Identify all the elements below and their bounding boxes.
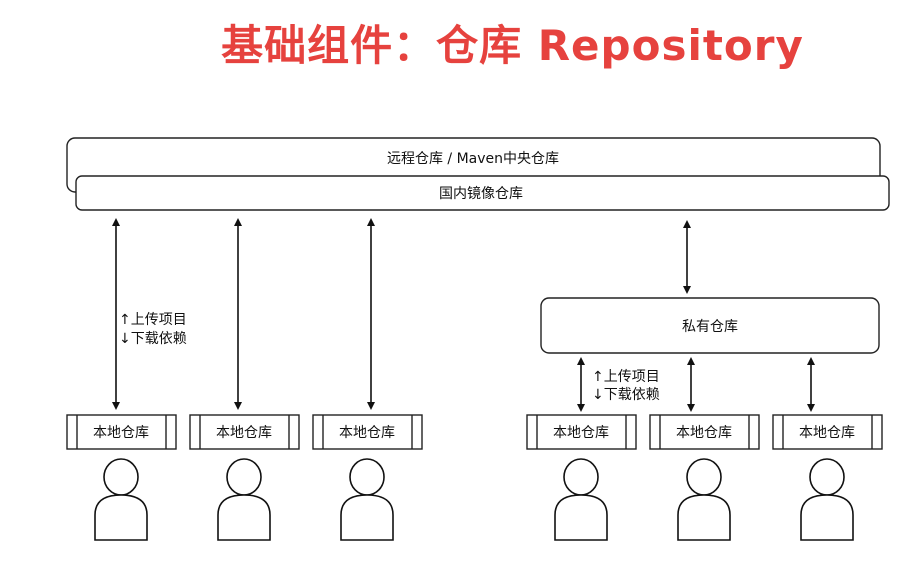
local-repository-label: 本地仓库 bbox=[799, 425, 855, 441]
upload-label-right: ↑上传项目 bbox=[592, 369, 660, 385]
local-repository-4: 本地仓库 bbox=[526, 414, 637, 450]
download-label-right: ↓下载依赖 bbox=[592, 387, 660, 403]
user-icon bbox=[217, 458, 271, 541]
local-repository-1: 本地仓库 bbox=[66, 414, 177, 450]
private-repository-box: 私有仓库 bbox=[540, 297, 880, 354]
user-icon bbox=[340, 458, 394, 541]
page-title: 基础组件：仓库 Repository bbox=[221, 21, 804, 70]
local-repository-6: 本地仓库 bbox=[772, 414, 883, 450]
local-repository-label: 本地仓库 bbox=[216, 425, 272, 441]
user-icon bbox=[554, 458, 608, 541]
local-repository-label: 本地仓库 bbox=[553, 425, 609, 441]
local-repository-label: 本地仓库 bbox=[339, 425, 395, 441]
local-repository-3: 本地仓库 bbox=[312, 414, 423, 450]
user-icon bbox=[800, 458, 854, 541]
upload-label-left: ↑上传项目 bbox=[119, 312, 187, 328]
local-repository-label: 本地仓库 bbox=[676, 425, 732, 441]
mirror-repository-label: 国内镜像仓库 bbox=[439, 186, 523, 202]
remote-repository-label: 远程仓库 / Maven中央仓库 bbox=[387, 151, 559, 167]
local-repository-5: 本地仓库 bbox=[649, 414, 760, 450]
local-repository-2: 本地仓库 bbox=[189, 414, 300, 450]
download-label-left: ↓下载依赖 bbox=[119, 331, 187, 347]
user-icon bbox=[677, 458, 731, 541]
user-icon bbox=[94, 458, 148, 541]
mirror-repository-box: 国内镜像仓库 bbox=[75, 175, 890, 211]
local-repository-label: 本地仓库 bbox=[93, 425, 149, 441]
private-repository-label: 私有仓库 bbox=[682, 319, 738, 335]
